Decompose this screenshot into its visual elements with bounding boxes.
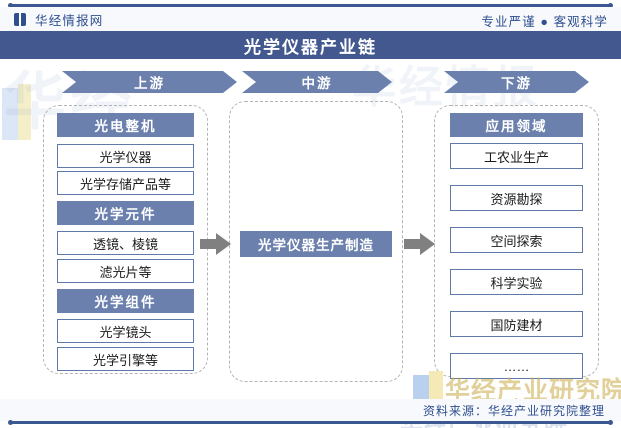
arrow-right-icon-upstream-to-midstream (200, 233, 232, 255)
stage-label-downstream: 下游 (501, 76, 532, 91)
bottom-rule-cap-right (608, 420, 613, 425)
upstream-item-3-2[interactable]: 光学引擎等 (57, 347, 194, 371)
downstream-item-3[interactable]: 空间探索 (450, 227, 583, 253)
upstream-item-3-1[interactable]: 光学镜头 (57, 319, 194, 343)
downstream-item-6[interactable]: …… (450, 353, 583, 379)
header-tagline: 专业严谨 ● 客观科学 (481, 15, 608, 29)
source-band (0, 399, 621, 421)
downstream-item-2[interactable]: 资源勘探 (450, 185, 583, 211)
page-header: 华经情报网 专业严谨 ● 客观科学 (0, 7, 621, 31)
downstream-item-5[interactable]: 国防建材 (450, 311, 583, 337)
upstream-item-2-2[interactable]: 滤光片等 (57, 259, 194, 283)
brand[interactable]: 华经情报网 (14, 10, 104, 29)
upstream-group-title-2[interactable]: 光学元件 (57, 201, 194, 225)
watermark-swatch-yellow (18, 84, 31, 140)
arrow-right-icon-midstream-to-downstream (404, 233, 436, 255)
stage-label-midstream: 中游 (301, 76, 333, 91)
stage-header-upstream[interactable]: 上游 (62, 71, 237, 93)
source-note: 资料来源：华经产业研究院整理 (422, 404, 605, 418)
page-title: 光学仪器产业链 (244, 37, 377, 57)
upstream-group-title-3[interactable]: 光学组件 (57, 289, 194, 313)
downstream-item-4[interactable]: 科学实验 (450, 269, 583, 295)
stage-label-upstream: 上游 (134, 76, 165, 91)
upstream-group-title-1[interactable]: 光电整机 (57, 113, 194, 137)
brand-name: 华经情报网 (35, 14, 104, 28)
stage-header-midstream[interactable]: 中游 (242, 71, 392, 93)
book-mark-icon (14, 12, 29, 27)
downstream-title[interactable]: 应用领域 (450, 113, 583, 137)
stage-header-downstream[interactable]: 下游 (444, 71, 589, 93)
downstream-item-1[interactable]: 工农业生产 (450, 143, 583, 169)
top-rule (10, 4, 611, 7)
midstream-node[interactable]: 光学仪器生产制造 (240, 231, 392, 257)
watermark-swatch-blue (2, 88, 18, 140)
top-rule-cap-right (608, 3, 613, 8)
upstream-item-2-1[interactable]: 透镜、棱镜 (57, 231, 194, 255)
upstream-item-1-2[interactable]: 光学存储产品等 (57, 171, 194, 195)
upstream-item-1-1[interactable]: 光学仪器 (57, 144, 194, 168)
bottom-rule (10, 421, 611, 424)
page-title-bar: 光学仪器产业链 (0, 31, 621, 59)
